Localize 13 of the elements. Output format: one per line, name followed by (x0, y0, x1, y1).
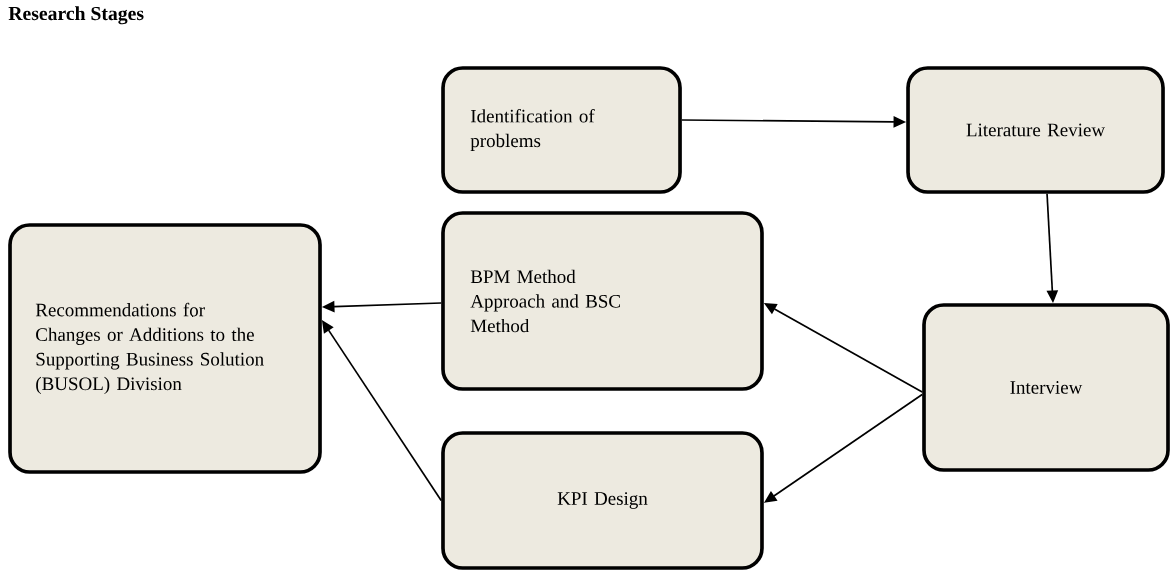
box-label: Recommendations for Changes or Additions to the Supporting Business Solution (BUSOL) Division (35, 302, 264, 395)
box-label: Interview (1010, 381, 1083, 394)
box-label: Literature Review (966, 123, 1105, 137)
box-label: KPI Design (557, 492, 648, 509)
process-box (441, 211, 764, 391)
box-label: Identification of problems (470, 109, 595, 151)
process-box (906, 66, 1165, 194)
heading: Research Stages (8, 6, 144, 25)
process-box (441, 66, 682, 194)
process-box (922, 303, 1170, 472)
process-box (441, 431, 764, 570)
process-box (8, 223, 322, 474)
box-label: BPM Method Approach and BSC Method (470, 269, 620, 333)
